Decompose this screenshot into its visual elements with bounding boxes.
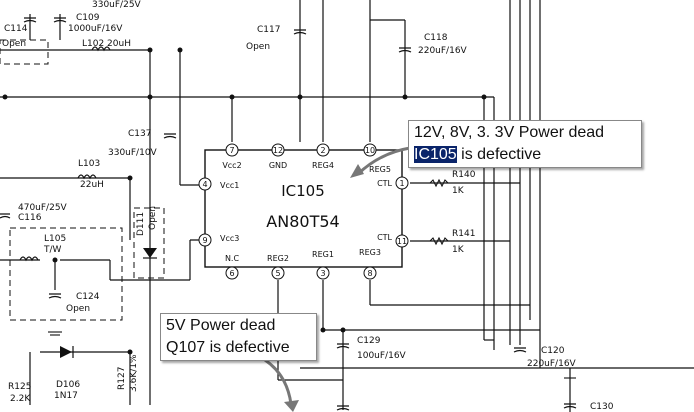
- ic-ref: IC105: [281, 182, 325, 200]
- callout-q107-defective: 5V Power dead Q107 is defective: [160, 313, 317, 361]
- svg-text:Open: Open: [148, 206, 158, 230]
- svg-text:C114: C114: [4, 24, 28, 34]
- d111-enclosure: [133, 207, 165, 279]
- ic-pin-top-4: 10 REG5: [363, 143, 391, 174]
- svg-text:C129: C129: [357, 336, 381, 346]
- svg-text:Open: Open: [2, 39, 26, 49]
- component-labels: 330uF/25V C109 1000uF/16V C114 Open L102…: [2, 0, 614, 412]
- ic-pin-bottom-1: 6 N.C: [225, 254, 240, 280]
- svg-text:REG2: REG2: [267, 254, 289, 263]
- svg-text:R140: R140: [452, 170, 476, 180]
- svg-text:Vcc3: Vcc3: [220, 234, 239, 243]
- svg-text:T/W: T/W: [43, 245, 62, 255]
- ic-pin-top-2: 12 GND: [269, 143, 287, 170]
- callout-arrows: [264, 146, 411, 412]
- svg-text:REG4: REG4: [312, 161, 334, 170]
- svg-text:2.2K: 2.2K: [10, 394, 31, 404]
- svg-text:C120: C120: [541, 346, 565, 356]
- ic-pin-bottom-2: 5 REG2: [267, 254, 289, 280]
- svg-text:8: 8: [367, 269, 372, 278]
- svg-text:220uF/16V: 220uF/16V: [527, 359, 577, 369]
- ic-pin-left-1: 4 Vcc1: [198, 177, 239, 191]
- svg-text:5: 5: [275, 269, 280, 278]
- svg-text:220uF/16V: 220uF/16V: [418, 46, 468, 56]
- l105-enclosure: [9, 227, 123, 321]
- callout-line-2: Q107 is defective: [166, 339, 290, 356]
- svg-text:L105: L105: [44, 234, 66, 244]
- svg-text:1: 1: [399, 179, 404, 188]
- svg-text:1N17: 1N17: [54, 391, 78, 401]
- svg-text:GND: GND: [269, 161, 287, 170]
- svg-text:3: 3: [320, 269, 325, 278]
- svg-text:4: 4: [202, 180, 207, 189]
- svg-text:C116: C116: [18, 213, 42, 223]
- svg-text:L103: L103: [78, 159, 100, 169]
- svg-text:C109: C109: [76, 13, 100, 23]
- svg-text:12: 12: [273, 146, 283, 155]
- svg-text:R127: R127: [117, 367, 127, 390]
- callout-line-2-rest: is defective: [456, 146, 542, 163]
- svg-text:C130: C130: [590, 402, 614, 412]
- capacitor-symbols: [0, 17, 577, 411]
- svg-text:330uF/10V: 330uF/10V: [108, 148, 158, 158]
- ground-symbols: [48, 331, 576, 379]
- svg-text:100uF/16V: 100uF/16V: [357, 351, 407, 361]
- svg-text:9: 9: [202, 236, 207, 245]
- ic-pin-bottom-4: 8 REG3: [359, 248, 381, 280]
- svg-text:1K: 1K: [452, 186, 465, 196]
- svg-text:Vcc2: Vcc2: [222, 161, 241, 170]
- svg-text:D111: D111: [136, 212, 146, 236]
- svg-text:330uF/25V: 330uF/25V: [92, 0, 142, 10]
- svg-text:REG1: REG1: [312, 250, 334, 259]
- svg-text:2: 2: [320, 146, 325, 155]
- selected-text[interactable]: IC105: [414, 146, 457, 163]
- c114-enclosure: [0, 39, 49, 65]
- junction-dots: [2, 47, 487, 355]
- svg-text:6: 6: [229, 269, 234, 278]
- callout-line-1: 5V Power dead: [166, 317, 276, 334]
- ic-pin-top-1: 7 Vcc2: [222, 143, 242, 170]
- svg-text:3.6K/1%: 3.6K/1%: [129, 354, 139, 392]
- svg-text:C124: C124: [76, 292, 100, 302]
- svg-text:7: 7: [229, 146, 234, 155]
- callout-ic105-defective: 12V, 8V, 3. 3V Power dead IC105 is defec…: [408, 120, 642, 168]
- svg-text:1000uF/16V: 1000uF/16V: [68, 24, 123, 34]
- svg-text:22uH: 22uH: [80, 180, 104, 190]
- svg-text:CTL: CTL: [377, 233, 392, 242]
- svg-text:C118: C118: [424, 33, 448, 43]
- ic-pin-left-2: 9 Vcc3: [198, 233, 239, 247]
- svg-text:Open: Open: [66, 304, 90, 314]
- svg-text:1K: 1K: [452, 245, 465, 255]
- ic-pin-top-3: 2 REG4: [312, 143, 334, 170]
- svg-text:REG3: REG3: [359, 248, 381, 257]
- resistor-symbols: [429, 178, 449, 246]
- svg-text:C137: C137: [128, 129, 151, 139]
- svg-text:R141: R141: [452, 229, 475, 239]
- svg-text:Open: Open: [246, 42, 270, 52]
- svg-text:Vcc1: Vcc1: [220, 181, 239, 190]
- svg-text:C117: C117: [257, 25, 280, 35]
- diode-symbols: [60, 248, 157, 358]
- ic105-body: [204, 149, 403, 268]
- svg-text:470uF/25V: 470uF/25V: [18, 203, 68, 213]
- ic-pin-bottom-3: 3 REG1: [312, 250, 334, 280]
- callout-line-2: IC105 is defective: [414, 144, 636, 166]
- svg-text:11: 11: [397, 237, 407, 246]
- svg-text:N.C: N.C: [225, 254, 240, 263]
- svg-text:10: 10: [365, 146, 375, 155]
- svg-text:R125: R125: [8, 382, 31, 392]
- ic-part-number: AN80T54: [266, 212, 339, 231]
- svg-text:CTL: CTL: [377, 179, 392, 188]
- svg-text:REG5: REG5: [369, 165, 391, 174]
- inductor-symbols: [19, 46, 111, 262]
- svg-text:D106: D106: [56, 380, 80, 390]
- svg-text:L102 20uH: L102 20uH: [82, 39, 131, 49]
- ic-pin-right-2: 11 CTL: [377, 233, 409, 248]
- callout-line-1: 12V, 8V, 3. 3V Power dead: [414, 124, 605, 141]
- ic-pin-right-1: 1 CTL: [377, 176, 409, 190]
